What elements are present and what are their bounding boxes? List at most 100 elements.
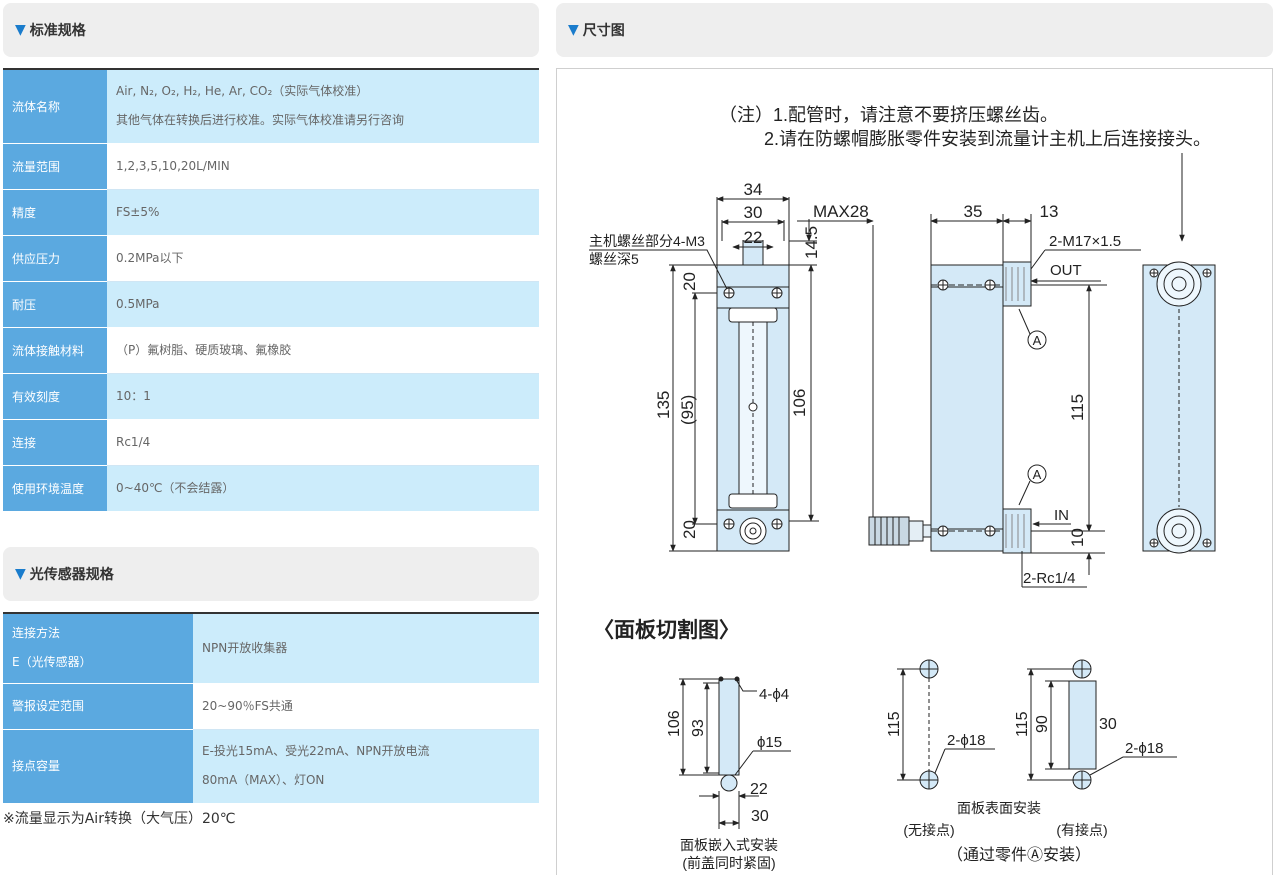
sensor-value-line: E-投光15mA、受光22mA、NPN开放电流 — [202, 744, 430, 758]
sensor-label-line: 连接方法 — [12, 626, 61, 641]
sensor-row-label: 接点容量 — [3, 729, 193, 804]
panel3-phi18: 2-ϕ18 — [1125, 740, 1163, 757]
spec-row-value: FS±5% — [107, 189, 539, 236]
panel2-label: (无接点) — [903, 822, 954, 838]
sensor-spec-title: 光传感器规格 — [29, 567, 114, 583]
front-view — [716, 240, 790, 552]
spec-value-line: （P）氟树脂、硬质玻璃、氟橡胶 — [116, 342, 292, 357]
spec-row-value: Rc1/4 — [107, 419, 539, 466]
spec-row: 有效刻度 10：1 — [3, 373, 539, 420]
panel1-label1: 面板嵌入式安装 — [680, 837, 778, 853]
dimension-drawing: （注）1.配管时，请注意不要挤压螺丝齿。 2.请在防螺帽膨胀零件安装到流量计主机… — [589, 105, 1216, 871]
panel2-phi18: 2-ϕ18 — [947, 732, 985, 749]
spec-row: 供应压力 0.2MPa以下 — [3, 235, 539, 282]
spec-row-value: 10：1 — [107, 373, 539, 420]
panel3-label: (有接点) — [1056, 822, 1107, 838]
panel1-label2: (前盖同时紧固) — [682, 855, 775, 871]
sensor-value-line: 80mA（MAX）、灯ON — [202, 773, 325, 787]
dim-135: 135 — [654, 391, 673, 419]
dim-106: 106 — [790, 389, 809, 417]
panel-cutout-no-contact — [919, 659, 939, 790]
spec-row: 耐压 0.5MPa — [3, 281, 539, 328]
standard-spec-title: 标准规格 — [29, 23, 86, 39]
sensor-row-value: 20~90％FS共通 — [193, 683, 539, 730]
spec-row-label: 耐压 — [3, 281, 107, 328]
dim-10: 10 — [1068, 528, 1087, 547]
panel2-115: 115 — [886, 711, 903, 737]
panel1-22: 22 — [750, 781, 768, 798]
part-a-bottom: A — [1033, 467, 1042, 482]
screw-label-1: 主机螺丝部分4-M3 — [589, 233, 705, 249]
sensor-row: 警报设定范围 20~90％FS共通 — [3, 683, 539, 730]
sensor-row-label: 警报设定范围 — [3, 683, 193, 730]
spec-value-line: 0.5MPa — [116, 296, 160, 311]
spec-row: 使用环境温度 0~40℃（不会结露） — [3, 465, 539, 512]
panel-cutout-with-contact — [1068, 659, 1097, 790]
spec-row: 流体接触材料 （P）氟树脂、硬质玻璃、氟橡胶 — [3, 327, 539, 374]
sensor-label-line: E（光传感器） — [12, 655, 92, 670]
sensor-label-line: 接点容量 — [12, 758, 61, 773]
footnote: ※流量显示为Air转换（大气压）20℃ — [3, 811, 236, 827]
via-part-label: （通过零件Ⓐ安装） — [947, 846, 1091, 864]
dim-95: (95) — [678, 395, 697, 425]
dim-20-top: 20 — [680, 272, 699, 291]
sensor-row: 连接方法 E（光传感器） NPN开放收集器 — [3, 613, 539, 684]
part-a-top: A — [1033, 333, 1042, 348]
sensor-value-line: 20~90％FS共通 — [202, 698, 293, 713]
spec-value-line: Air, N₂, O₂, H₂, He, Ar, CO₂（实际气体校准） — [116, 84, 369, 99]
panel3-90: 90 — [1034, 715, 1051, 733]
dim-30: 30 — [744, 203, 763, 222]
sensor-row-label: 连接方法 E（光传感器） — [3, 613, 193, 684]
spec-row-label: 有效刻度 — [3, 373, 107, 420]
dim-13: 13 — [1040, 202, 1059, 221]
panel1-30: 30 — [751, 808, 769, 825]
spec-value-line: 0.2MPa以下 — [116, 250, 184, 265]
triangle-down-icon: ▼ — [15, 22, 26, 38]
spec-row-label: 使用环境温度 — [3, 465, 107, 512]
spec-row-label: 流量范围 — [3, 143, 107, 190]
spec-value-line: FS±5% — [116, 204, 160, 219]
dim-20-bot: 20 — [680, 520, 699, 539]
dim-22: 22 — [744, 228, 763, 247]
m17-label: 2-M17×1.5 — [1049, 233, 1121, 250]
spec-row-label: 流体接触材料 — [3, 327, 107, 374]
dim-34: 34 — [744, 180, 763, 199]
panel-cutout-title: 〈面板切割图〉 — [593, 618, 740, 642]
out-label: OUT — [1050, 262, 1082, 279]
dim-35: 35 — [964, 202, 983, 221]
spec-row: 精度 FS±5% — [3, 189, 539, 236]
surface-mount-label: 面板表面安装 — [957, 800, 1041, 816]
spec-value-line: 1,2,3,5,10,20L/MIN — [116, 158, 230, 173]
panel1-phi4: 4-ϕ4 — [759, 686, 789, 703]
dimension-header: ▼ 尺寸图 — [556, 3, 1273, 57]
standard-spec-header: ▼ 标准规格 — [3, 3, 539, 57]
spec-row-value: Air, N₂, O₂, H₂, He, Ar, CO₂（实际气体校准）其他气体… — [107, 69, 539, 144]
spec-row-value: 0.5MPa — [107, 281, 539, 328]
spec-row-label: 连接 — [3, 419, 107, 466]
spec-row-value: 0.2MPa以下 — [107, 235, 539, 282]
note-line-1: （注）1.配管时，请注意不要挤压螺丝齿。 — [719, 105, 1058, 125]
panel-cutout-embedded — [718, 676, 740, 792]
rc-label: 2-Rc1/4 — [1023, 570, 1076, 587]
panel3-115: 115 — [1014, 711, 1031, 737]
note-line-2: 2.请在防螺帽膨胀零件安装到流量计主机上后连接接头。 — [764, 129, 1211, 149]
panel3-30: 30 — [1099, 716, 1117, 733]
spec-value-line: 10：1 — [116, 388, 151, 403]
spec-row-value: 1,2,3,5,10,20L/MIN — [107, 143, 539, 190]
sensor-spec-header: ▼ 光传感器规格 — [3, 547, 539, 601]
spec-row-label: 流体名称 — [3, 69, 107, 144]
spec-row-value: （P）氟树脂、硬质玻璃、氟橡胶 — [107, 327, 539, 374]
sensor-spec-table: 连接方法 E（光传感器） NPN开放收集器警报设定范围 20~90％FS共通接点容量 E… — [3, 612, 539, 804]
side-view — [868, 261, 1032, 554]
triangle-down-icon: ▼ — [15, 566, 26, 582]
spec-value-line: 0~40℃（不会结露） — [116, 480, 235, 495]
in-label: IN — [1054, 507, 1069, 524]
sensor-value-line: NPN开放收集器 — [202, 640, 288, 655]
panel1-106: 106 — [666, 710, 683, 737]
dimension-drawing-panel: （注）1.配管时，请注意不要挤压螺丝齿。 2.请在防螺帽膨胀零件安装到流量计主机… — [556, 68, 1273, 875]
spec-row-label: 供应压力 — [3, 235, 107, 282]
spec-row: 流量范围 1,2,3,5,10,20L/MIN — [3, 143, 539, 190]
spec-row-label: 精度 — [3, 189, 107, 236]
